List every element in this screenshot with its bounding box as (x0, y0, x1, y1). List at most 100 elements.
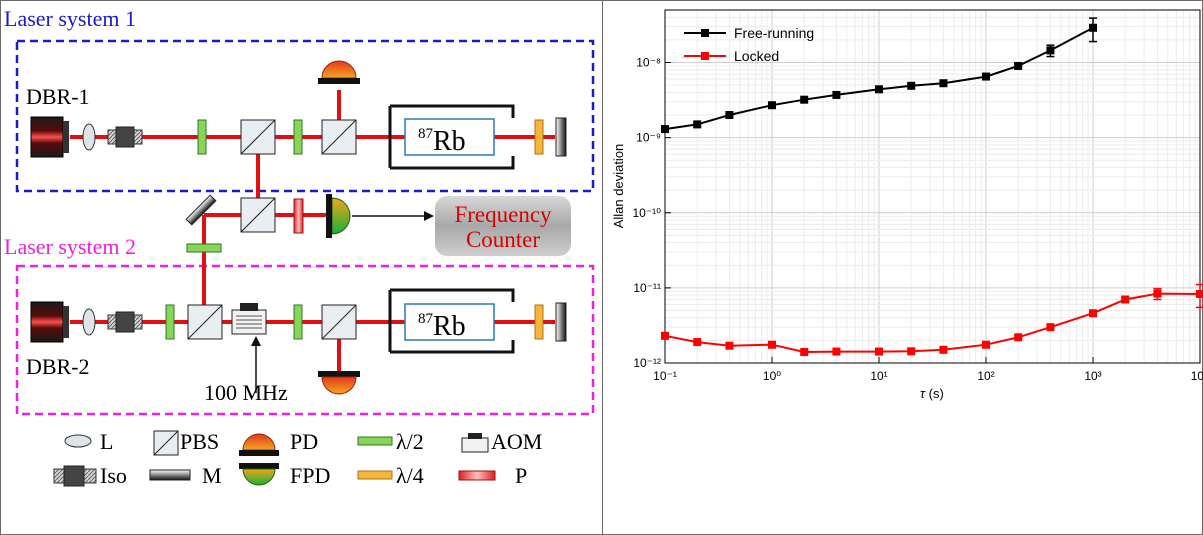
y-tick-label: 10⁻⁸ (636, 56, 661, 70)
dbr-1-laser (30, 116, 69, 158)
pbs-legend-icon (153, 430, 179, 456)
data-point (768, 101, 776, 110)
x-tick-label: 10⁴ (1191, 369, 1203, 383)
data-point (907, 81, 916, 90)
dbr-2-laser (30, 301, 69, 343)
frequency-counter-line1: Frequency (454, 202, 552, 227)
data-point (800, 348, 809, 357)
data-point (1089, 309, 1097, 318)
x-tick-label: 10⁻¹ (653, 369, 677, 383)
rb-cell-2-label: 87Rb (418, 311, 466, 342)
data-point (661, 125, 669, 134)
mirror-legend-label: M (202, 463, 222, 488)
rb-cell-1 (388, 104, 515, 170)
half-wave-legend-icon (357, 436, 393, 446)
mirror-1 (555, 117, 567, 157)
counter-arrow-head (424, 211, 434, 221)
laser-system-2-label: Laser system 2 (4, 234, 136, 259)
data-series (661, 17, 1203, 357)
polarizer-legend-label: P (515, 463, 527, 488)
half-wave-legend-label: λ/2 (396, 429, 424, 454)
frequency-counter-box (435, 196, 571, 256)
quarter-wave-legend-label: λ/4 (396, 463, 424, 488)
x-axis-label: τ (s) (920, 386, 944, 401)
mirror-steer (185, 194, 217, 226)
polarizer-legend-icon (458, 470, 496, 481)
legend-locked-marker (701, 52, 709, 60)
data-point (768, 340, 776, 349)
data-point (1121, 295, 1130, 304)
polarizer (293, 198, 304, 234)
data-point (725, 341, 734, 350)
lens-legend-icon (64, 434, 92, 448)
y-tick-label: 10⁻¹⁰ (633, 206, 662, 220)
series-line (664, 292, 1201, 354)
laser-system-1-box (15, 39, 595, 193)
data-point (661, 331, 669, 340)
pbs-legend-label: PBS (180, 429, 219, 454)
laser-system-1-label: Laser system 1 (4, 6, 136, 31)
quarter-wave-plate-1 (534, 119, 544, 155)
data-point (1089, 23, 1097, 32)
isolator-legend-label: Iso (100, 463, 127, 488)
isolator-2 (107, 311, 143, 333)
dbr-2-label: DBR-2 (26, 354, 90, 379)
fpd-legend-label: FPD (290, 463, 330, 488)
half-wave-plate-beat (186, 243, 222, 253)
rb-cell-2 (388, 288, 515, 354)
optical-setup-diagram: Laser system 1 Laser system 2 DBR-1 (4, 6, 595, 488)
legend-free-running-marker (701, 29, 709, 37)
data-point (1014, 333, 1023, 342)
data-point (875, 85, 883, 94)
series-free-running (661, 17, 1097, 134)
data-point (693, 338, 702, 347)
quarter-wave-plate-2 (534, 304, 544, 340)
data-point (1153, 289, 1162, 298)
rf-drive-label: 100 MHz (204, 380, 288, 405)
aom-legend-icon (461, 433, 489, 453)
mirror-2 (555, 302, 567, 342)
data-point (1014, 61, 1023, 70)
data-point (875, 347, 883, 356)
x-tick-label: 10⁰ (763, 369, 781, 383)
data-point (1046, 323, 1055, 332)
x-tick-label: 10¹ (870, 369, 887, 383)
isolator-legend-icon (53, 465, 97, 487)
data-point (693, 120, 702, 129)
plot-grid (664, 9, 1200, 364)
half-wave-plate-2a (165, 304, 175, 340)
quarter-wave-legend-icon (357, 470, 393, 480)
lens-1 (82, 123, 96, 151)
data-point (939, 79, 948, 88)
fpd-legend-icon (239, 463, 279, 486)
pbs-beat (240, 197, 276, 233)
data-point (1046, 46, 1055, 55)
pd-legend-icon (239, 433, 279, 456)
data-point (832, 90, 841, 99)
laser-system-2-box (15, 264, 595, 416)
lens-2 (82, 308, 96, 336)
pbs-2a (187, 304, 223, 340)
photodiode-1 (318, 60, 360, 84)
legend-free-running-label: Free-running (734, 25, 814, 41)
half-wave-plate-2b (293, 304, 303, 340)
frequency-counter-line2: Counter (466, 227, 540, 252)
pbs-1a (240, 119, 276, 155)
chart-legend: Free-running Locked (684, 25, 814, 64)
data-point (982, 72, 990, 81)
pbs-1b (321, 119, 357, 155)
allan-deviation-chart: 10⁻¹10⁰10¹10²10³10⁴10⁻¹²10⁻¹¹10⁻¹⁰10⁻⁹10… (611, 9, 1203, 401)
half-wave-plate-1b (293, 119, 303, 155)
data-point (982, 340, 990, 349)
aom-legend-label: AOM (491, 429, 542, 454)
data-point (725, 111, 734, 120)
isolator-1 (107, 126, 143, 148)
pbs-2b (321, 304, 357, 340)
legend-locked-label: Locked (734, 48, 779, 64)
plot-area-frame (664, 9, 1201, 364)
data-point (907, 347, 916, 356)
mirror-legend-icon (149, 469, 191, 481)
half-wave-plate-1a (197, 119, 207, 155)
data-point (832, 347, 841, 356)
x-tick-label: 10² (977, 369, 994, 383)
